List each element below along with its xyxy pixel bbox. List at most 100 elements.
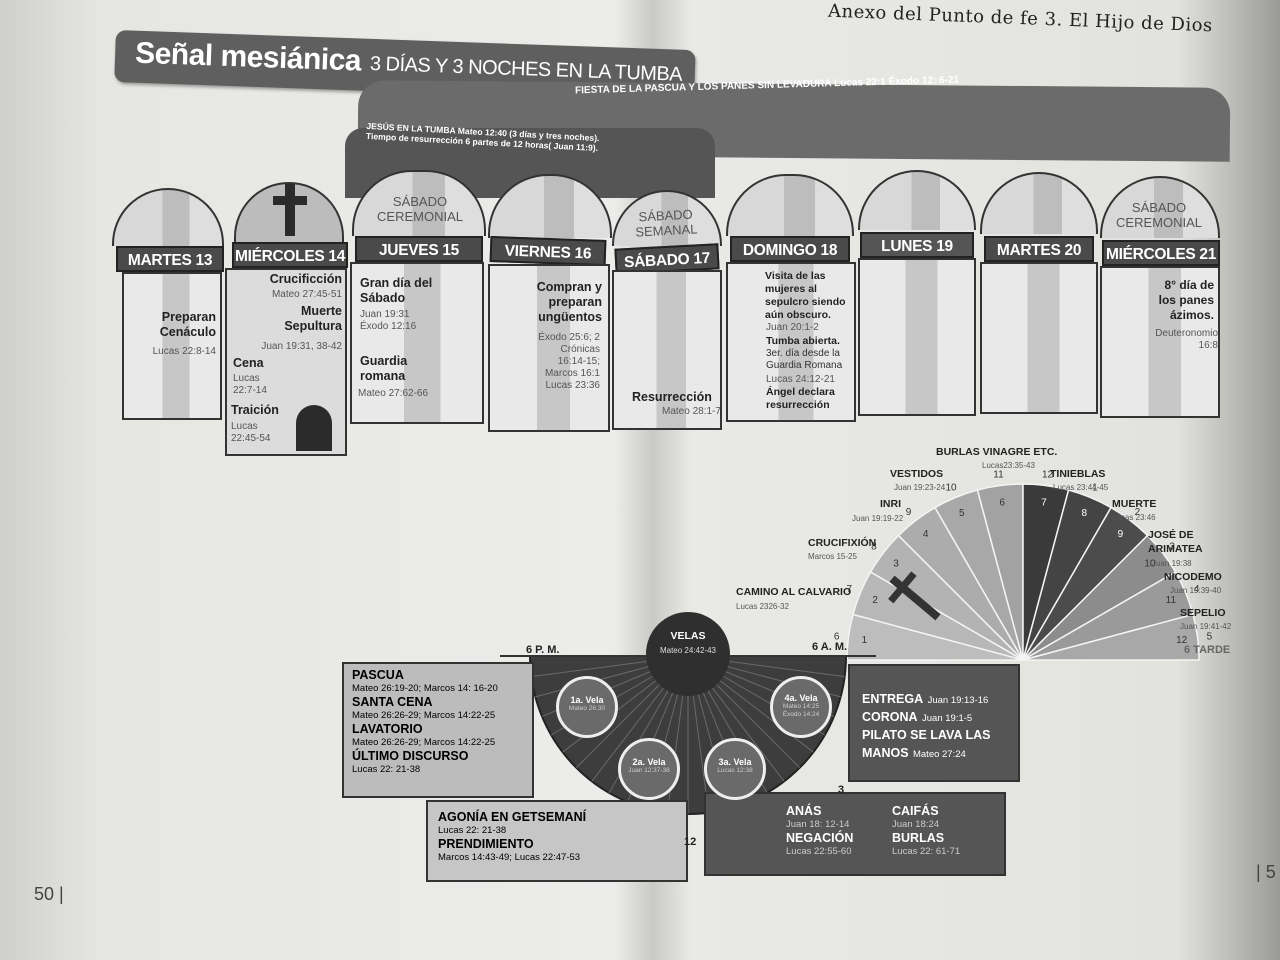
day-hour-number: 1 bbox=[862, 635, 868, 646]
day-outer-number: 11 bbox=[993, 470, 1004, 481]
label-6-tarde: 6 TARDE bbox=[1184, 644, 1231, 656]
tomb-door-icon bbox=[296, 405, 332, 451]
watch-4-label: 4a. Vela bbox=[784, 693, 818, 703]
ref-preparan: Lucas 22:8-14 bbox=[152, 346, 216, 357]
cross-icon-bar bbox=[273, 196, 307, 205]
box-entrega-title-1: CORONA bbox=[862, 710, 918, 724]
box-pascua-ref-1: Mateo 26:26-29; Marcos 14:22-25 bbox=[352, 710, 496, 721]
day-hour-number: 5 bbox=[959, 508, 965, 519]
day-outer-number: 7 bbox=[847, 584, 853, 595]
box-anas-title-1: CAIFÁS bbox=[892, 804, 939, 818]
ref-velas: Mateo 24:42-43 bbox=[659, 646, 717, 655]
label-3-night: 3 bbox=[838, 784, 845, 796]
ref-tinieblas: Lucas 23:44-45 bbox=[1053, 483, 1109, 492]
box-agonia-title-1: PRENDIMIENTO bbox=[438, 837, 534, 851]
text-compran: Compran y preparan ungüentos bbox=[536, 280, 602, 324]
ref-burlas-vinagre: Lucas23:35-43 bbox=[982, 461, 1035, 470]
page-number-right: | 5 bbox=[1256, 862, 1276, 882]
ref-8-dia: Deuteronomio 16:8 bbox=[1155, 328, 1218, 351]
ref-cena: Lucas 22:7-14 bbox=[233, 373, 267, 396]
cross-icon bbox=[285, 184, 295, 236]
day-hour-number: 3 bbox=[893, 559, 899, 570]
text-gran-dia: Gran día del Sábado bbox=[360, 276, 433, 305]
box-pascua-ref-2: Mateo 26:26-29; Marcos 14:22-25 bbox=[352, 737, 496, 748]
watch-2: 2a. Vela Juan 12:37-38 bbox=[618, 738, 680, 800]
watch-4-ref: Mateo 14:25 Éxodo 14:24 bbox=[782, 703, 820, 718]
box-entrega-title-2: PILATO SE LAVA LAS MANOS bbox=[862, 728, 991, 760]
box-anas-ref-0: Juan 18: 12-14 bbox=[786, 819, 850, 830]
day-body-sabado-17 bbox=[612, 270, 722, 430]
day-outer-number: 6 bbox=[834, 631, 840, 642]
label-sepelio: SEPELIO bbox=[1180, 607, 1226, 619]
day-hour-number: 10 bbox=[1144, 559, 1156, 570]
day-outer-number: 2 bbox=[1135, 507, 1141, 518]
box-entrega-ref-0: Juan 19:13-16 bbox=[927, 695, 989, 706]
text-traicion: Traición bbox=[231, 403, 279, 417]
text-muerte-sepultura: Muerte Sepultura bbox=[284, 304, 342, 333]
box-entrega-ref-1: Juan 19:1-5 bbox=[922, 713, 973, 724]
day-outer-number: 1 bbox=[1092, 482, 1098, 493]
watch-3: 3a. Vela Lucas 12:38 bbox=[704, 738, 766, 800]
ref-visita: Juan 20:1-2 bbox=[766, 322, 819, 333]
label-nicodemo: NICODEMO bbox=[1164, 571, 1222, 583]
box-entrega-row-0: ENTREGA Juan 19:13-16 bbox=[862, 690, 1014, 708]
box-entrega-ref-2: Mateo 27:24 bbox=[912, 749, 966, 760]
day-body-domingo-18 bbox=[726, 262, 856, 422]
ref-gran-dia: Juan 19:31 Éxodo 12:16 bbox=[360, 309, 417, 332]
box-agonia: AGONÍA EN GETSEMANÍ Lucas 22: 21-38 PREN… bbox=[426, 800, 688, 882]
watch-4: 4a. Vela Mateo 14:25 Éxodo 14:24 bbox=[770, 676, 832, 738]
box-pascua-title-1: SANTA CENA bbox=[352, 695, 433, 709]
arch-label-jueves-15: SÁBADO CEREMONIAL bbox=[377, 194, 463, 224]
box-pascua-title-0: PASCUA bbox=[352, 668, 404, 682]
page-number-right-text: 5 bbox=[1265, 862, 1276, 882]
page-number-left-text: 50 bbox=[34, 884, 55, 904]
text-8-dia: 8° día de los panes ázimos. bbox=[1158, 278, 1214, 322]
box-entrega-title-0: ENTREGA bbox=[862, 692, 924, 706]
watch-2-ref: Juan 12:37-38 bbox=[628, 767, 670, 774]
box-anas-col-right: CAIFÁS Juan 18:24 BURLAS Lucas 22: 61-71 bbox=[892, 804, 960, 858]
ref-inri: Juan 19:19-22 bbox=[852, 514, 904, 523]
day-header-miercoles-14: MIÉRCOLES 14 bbox=[232, 242, 348, 268]
day-hour-number: 11 bbox=[1166, 595, 1177, 606]
day-outer-number: 9 bbox=[906, 507, 912, 518]
day-body-viernes-16 bbox=[488, 264, 610, 432]
day-outer-number: 8 bbox=[871, 542, 877, 553]
label-velas: VELAS bbox=[670, 630, 706, 642]
day-hour-number: 6 bbox=[999, 497, 1005, 508]
box-pascua: PASCUA Mateo 26:19-20; Marcos 14: 16-20 … bbox=[342, 662, 534, 798]
day-header-miercoles-21: MIÉRCOLES 21 bbox=[1102, 240, 1220, 266]
label-6-pm: 6 P. M. bbox=[526, 644, 560, 656]
label-crucifixion: CRUCIFIXIÓN bbox=[808, 537, 877, 549]
box-entrega-content: ENTREGA Juan 19:13-16 CORONA Juan 19:1-5… bbox=[862, 690, 1014, 762]
label-burlas-vinagre: BURLAS VINAGRE ETC. bbox=[936, 446, 1058, 458]
text-tumba-abierta: Tumba abierta. bbox=[766, 335, 840, 347]
box-anas-ref-1: Juan 18:24 bbox=[892, 819, 940, 830]
ref-guardia: Mateo 27:62-66 bbox=[358, 388, 429, 399]
box-entrega: ENTREGA Juan 19:13-16 CORONA Juan 19:1-5… bbox=[848, 664, 1020, 782]
watch-3-ref: Lucas 12:38 bbox=[717, 767, 753, 774]
box-pascua-ref-3: Lucas 22: 21-38 bbox=[352, 764, 421, 775]
day-outer-number: 4 bbox=[1194, 584, 1200, 595]
day-body-lunes-19 bbox=[858, 258, 976, 416]
day-body-martes-20 bbox=[980, 262, 1098, 414]
box-entrega-row-1: CORONA Juan 19:1-5 bbox=[862, 708, 1014, 726]
ref-traicion: Lucas 22:45-54 bbox=[231, 421, 271, 444]
label-jose-arimatea: JOSÉ DE ARIMATEA bbox=[1148, 529, 1203, 555]
box-anas-title-0: ANÁS bbox=[786, 804, 822, 818]
day-hour-number: 2 bbox=[872, 595, 878, 606]
ref-compran: Éxodo 25:6; 2 Crónicas 16:14-15; Marcos … bbox=[538, 332, 600, 391]
box-anas: ANÁS Juan 18: 12-14 NEGACIÓN Lucas 22:55… bbox=[704, 792, 1006, 876]
day-outer-number: 12 bbox=[1042, 470, 1054, 481]
watch-1-label: 1a. Vela bbox=[570, 695, 604, 705]
label-muerte: MUERTE bbox=[1112, 498, 1157, 510]
box-pascua-title-3: ÚLTIMO DISCURSO bbox=[352, 749, 469, 763]
velas-disc bbox=[646, 612, 730, 696]
box-agonia-title-0: AGONÍA EN GETSEMANÍ bbox=[438, 810, 587, 824]
watch-3-label: 3a. Vela bbox=[718, 757, 752, 767]
label-12-night: 12 bbox=[684, 836, 697, 848]
day-hour-number: 7 bbox=[1041, 497, 1047, 508]
box-anas-ref-2: Lucas 22:55-60 bbox=[786, 846, 852, 857]
day-body-jueves-15 bbox=[350, 262, 484, 424]
ref-camino-calvario: Lucas 2326-32 bbox=[736, 602, 789, 611]
